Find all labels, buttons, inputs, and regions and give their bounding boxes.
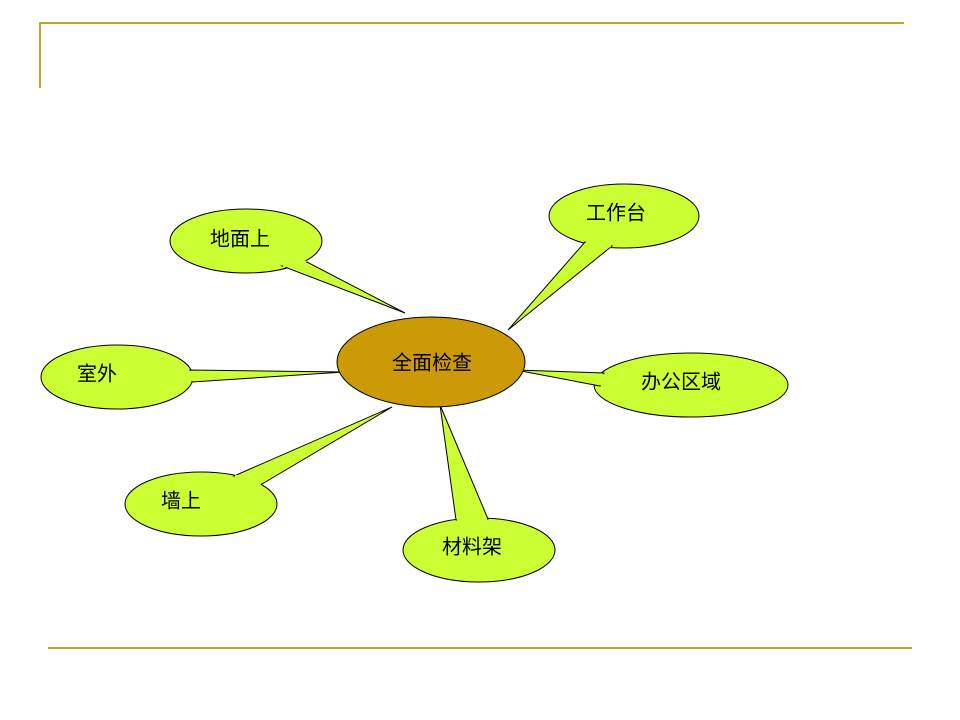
node-office: 办公区域: [515, 352, 789, 418]
node-workbench-label: 工作台: [586, 201, 646, 225]
node-workbench-bubble: [548, 183, 700, 249]
node-floor-bubble: [169, 208, 323, 274]
node-wall: 墙上: [124, 406, 393, 537]
node-floor-pointer: [280, 261, 406, 314]
node-office-pointer: [515, 369, 605, 387]
node-wall-pointer: [232, 406, 393, 485]
node-wall-bubble: [124, 471, 278, 537]
node-outdoor-bubble: [40, 344, 194, 410]
node-workbench-pointer: [507, 241, 614, 331]
node-shelf: 材料架: [402, 404, 556, 583]
node-outdoor-label: 室外: [77, 362, 117, 386]
node-shelf-label: 材料架: [442, 535, 502, 559]
node-outdoor-pointer: [189, 369, 345, 383]
node-outdoor: 室外: [40, 344, 345, 410]
node-wall-label: 墙上: [161, 489, 201, 513]
center-node-bubble: [336, 316, 526, 408]
center-node: 全面检查: [336, 316, 526, 408]
node-workbench: 工作台: [507, 183, 700, 331]
node-office-label: 办公区域: [641, 370, 721, 394]
frame-bottom-line: [48, 647, 912, 649]
frame-left-line: [39, 22, 41, 88]
center-node-label: 全面检查: [392, 351, 472, 375]
node-floor: 地面上: [169, 208, 406, 314]
frame-top-line: [40, 22, 904, 24]
node-floor-label: 地面上: [210, 227, 270, 251]
node-shelf-pointer: [439, 404, 489, 521]
